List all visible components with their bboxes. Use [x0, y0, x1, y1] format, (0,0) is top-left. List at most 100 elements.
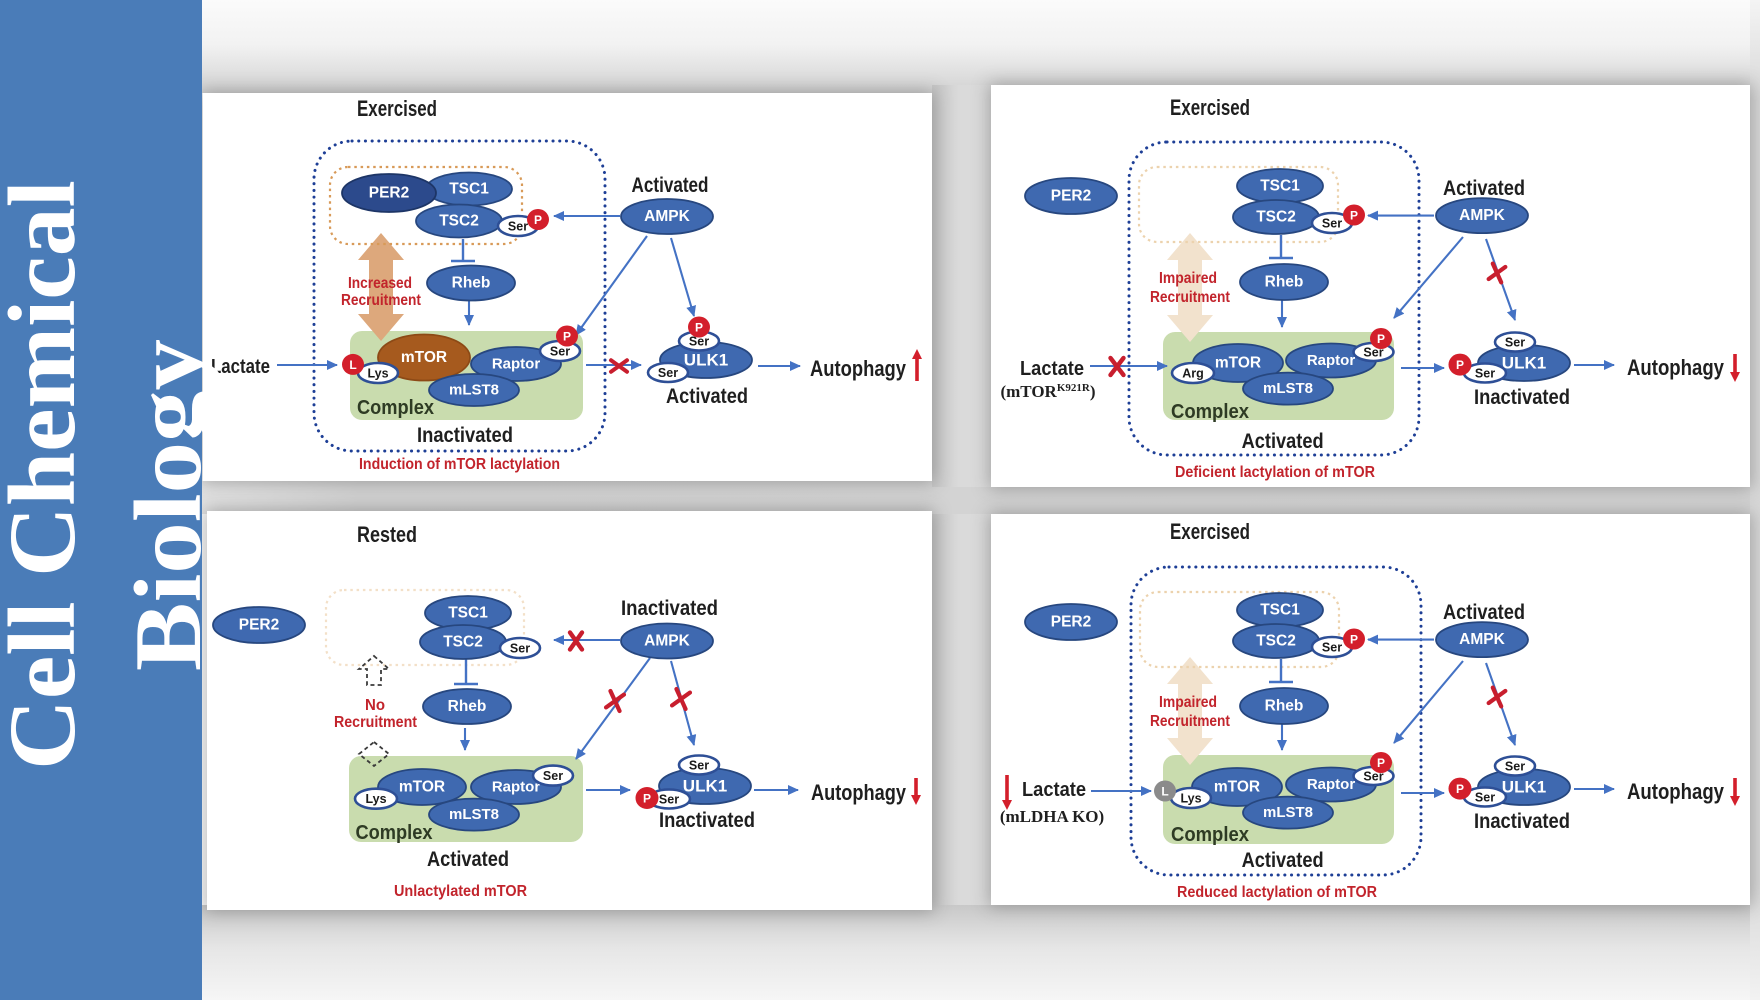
- svg-text:mTOR: mTOR: [401, 349, 447, 366]
- svg-text:ULK1: ULK1: [1502, 354, 1546, 373]
- svg-text:Rheb: Rheb: [448, 698, 487, 715]
- svg-text:Ser: Ser: [1475, 791, 1495, 805]
- svg-text:Lactate: Lactate: [211, 356, 270, 378]
- svg-text:mLST8: mLST8: [1263, 804, 1313, 821]
- svg-text:Ser: Ser: [689, 335, 709, 349]
- svg-text:L: L: [1161, 785, 1168, 799]
- svg-text:AMPK: AMPK: [644, 208, 690, 225]
- svg-text:P: P: [563, 330, 571, 344]
- svg-text:Lys: Lys: [1180, 792, 1201, 806]
- svg-text:mLST8: mLST8: [449, 806, 499, 823]
- svg-text:PER2: PER2: [1051, 614, 1092, 631]
- svg-text:TSC2: TSC2: [439, 213, 479, 230]
- svg-text:ULK1: ULK1: [683, 777, 727, 796]
- svg-text:TSC1: TSC1: [448, 605, 488, 622]
- svg-text:Activated: Activated: [1443, 601, 1525, 624]
- svg-text:Ser: Ser: [1363, 770, 1383, 784]
- svg-text:Lactate: Lactate: [1022, 779, 1086, 801]
- svg-text:Activated: Activated: [1242, 849, 1324, 872]
- svg-text:Ser: Ser: [1363, 346, 1383, 360]
- svg-text:mLST8: mLST8: [449, 382, 499, 399]
- svg-text:Impaired: Impaired: [1159, 694, 1217, 711]
- svg-text:Ser: Ser: [1322, 217, 1342, 231]
- svg-text:Recruitment: Recruitment: [334, 714, 418, 731]
- svg-text:Raptor: Raptor: [1307, 776, 1355, 793]
- svg-text:Complex: Complex: [1171, 401, 1249, 423]
- svg-text:Lys: Lys: [367, 367, 388, 381]
- svg-text:P: P: [1350, 209, 1358, 223]
- svg-text:Impaired: Impaired: [1159, 270, 1217, 287]
- svg-text:Ser: Ser: [689, 759, 709, 773]
- svg-text:PER2: PER2: [1051, 188, 1092, 205]
- svg-text:mLST8: mLST8: [1263, 380, 1313, 397]
- svg-text:P: P: [1377, 332, 1385, 346]
- svg-text:AMPK: AMPK: [1459, 631, 1505, 648]
- svg-text:Ser: Ser: [550, 345, 570, 359]
- svg-text:Rheb: Rheb: [1265, 274, 1304, 291]
- svg-text:mTOR: mTOR: [399, 779, 445, 796]
- svg-text:Rheb: Rheb: [452, 275, 491, 292]
- svg-text:Complex: Complex: [1171, 824, 1249, 846]
- svg-text:Complex: Complex: [357, 397, 434, 419]
- svg-text:Ser: Ser: [1322, 641, 1342, 655]
- svg-text:Autophagy: Autophagy: [811, 780, 907, 805]
- svg-text:TSC1: TSC1: [449, 181, 489, 198]
- svg-text:Exercised: Exercised: [357, 96, 437, 121]
- svg-text:Ser: Ser: [1475, 367, 1495, 381]
- svg-text:Autophagy: Autophagy: [1627, 355, 1725, 380]
- svg-text:P: P: [534, 213, 542, 227]
- svg-text:Raptor: Raptor: [492, 779, 540, 796]
- svg-text:Raptor: Raptor: [492, 356, 540, 373]
- svg-text:mTOR: mTOR: [1214, 779, 1260, 796]
- svg-text:P: P: [1456, 358, 1464, 372]
- svg-text:Increased: Increased: [348, 275, 412, 292]
- svg-text:mTOR: mTOR: [1215, 355, 1261, 372]
- svg-text:(mTORK921R): (mTORK921R): [1000, 382, 1095, 401]
- svg-text:No: No: [365, 697, 385, 714]
- svg-text:Inactivated: Inactivated: [417, 424, 513, 447]
- svg-text:Inactivated: Inactivated: [1474, 386, 1570, 409]
- svg-text:Rheb: Rheb: [1265, 698, 1304, 715]
- svg-text:Rested: Rested: [357, 522, 417, 547]
- svg-text:Recruitment: Recruitment: [341, 292, 422, 309]
- svg-text:Ser: Ser: [543, 769, 563, 783]
- svg-text:Ser: Ser: [1505, 336, 1525, 350]
- svg-text:Inactivated: Inactivated: [621, 597, 718, 620]
- svg-text:Autophagy: Autophagy: [1627, 779, 1725, 804]
- svg-text:Activated: Activated: [1242, 430, 1324, 453]
- svg-text:PER2: PER2: [369, 185, 410, 202]
- svg-text:Lactate: Lactate: [1020, 358, 1084, 380]
- svg-text:TSC2: TSC2: [443, 634, 483, 651]
- svg-text:P: P: [1350, 633, 1358, 647]
- svg-text:Deficient lactylation of mTOR: Deficient lactylation of mTOR: [1175, 464, 1375, 481]
- svg-text:TSC2: TSC2: [1256, 209, 1296, 226]
- svg-text:P: P: [1377, 756, 1385, 770]
- svg-text:Complex: Complex: [356, 822, 433, 844]
- svg-text:Inactivated: Inactivated: [659, 809, 755, 832]
- svg-text:Arg: Arg: [1182, 367, 1204, 381]
- svg-text:Inactivated: Inactivated: [1474, 810, 1570, 833]
- svg-text:Reduced lactylation of mTOR: Reduced lactylation of mTOR: [1177, 884, 1377, 901]
- svg-text:P: P: [1456, 782, 1464, 796]
- svg-text:Activated: Activated: [427, 848, 509, 871]
- svg-text:ULK1: ULK1: [1502, 778, 1546, 797]
- svg-text:AMPK: AMPK: [1459, 207, 1505, 224]
- svg-text:Ser: Ser: [508, 220, 528, 234]
- svg-text:Raptor: Raptor: [1307, 352, 1355, 369]
- svg-text:(mLDHA KO): (mLDHA KO): [1000, 807, 1104, 826]
- svg-text:Exercised: Exercised: [1170, 519, 1250, 544]
- svg-text:Ser: Ser: [1505, 760, 1525, 774]
- svg-text:Exercised: Exercised: [1170, 95, 1250, 120]
- svg-text:L: L: [349, 358, 356, 372]
- svg-text:P: P: [695, 321, 703, 335]
- svg-text:Autophagy: Autophagy: [810, 356, 907, 381]
- svg-text:TSC1: TSC1: [1260, 602, 1300, 619]
- svg-text:Unlactylated mTOR: Unlactylated mTOR: [394, 883, 527, 900]
- svg-text:Activated: Activated: [632, 174, 709, 197]
- svg-text:Lys: Lys: [365, 792, 386, 806]
- svg-text:Ser: Ser: [510, 642, 530, 656]
- svg-text:P: P: [643, 792, 651, 806]
- svg-text:TSC2: TSC2: [1256, 633, 1296, 650]
- svg-text:TSC1: TSC1: [1260, 178, 1300, 195]
- svg-text:Induction of mTOR lactylation: Induction of mTOR lactylation: [359, 456, 560, 473]
